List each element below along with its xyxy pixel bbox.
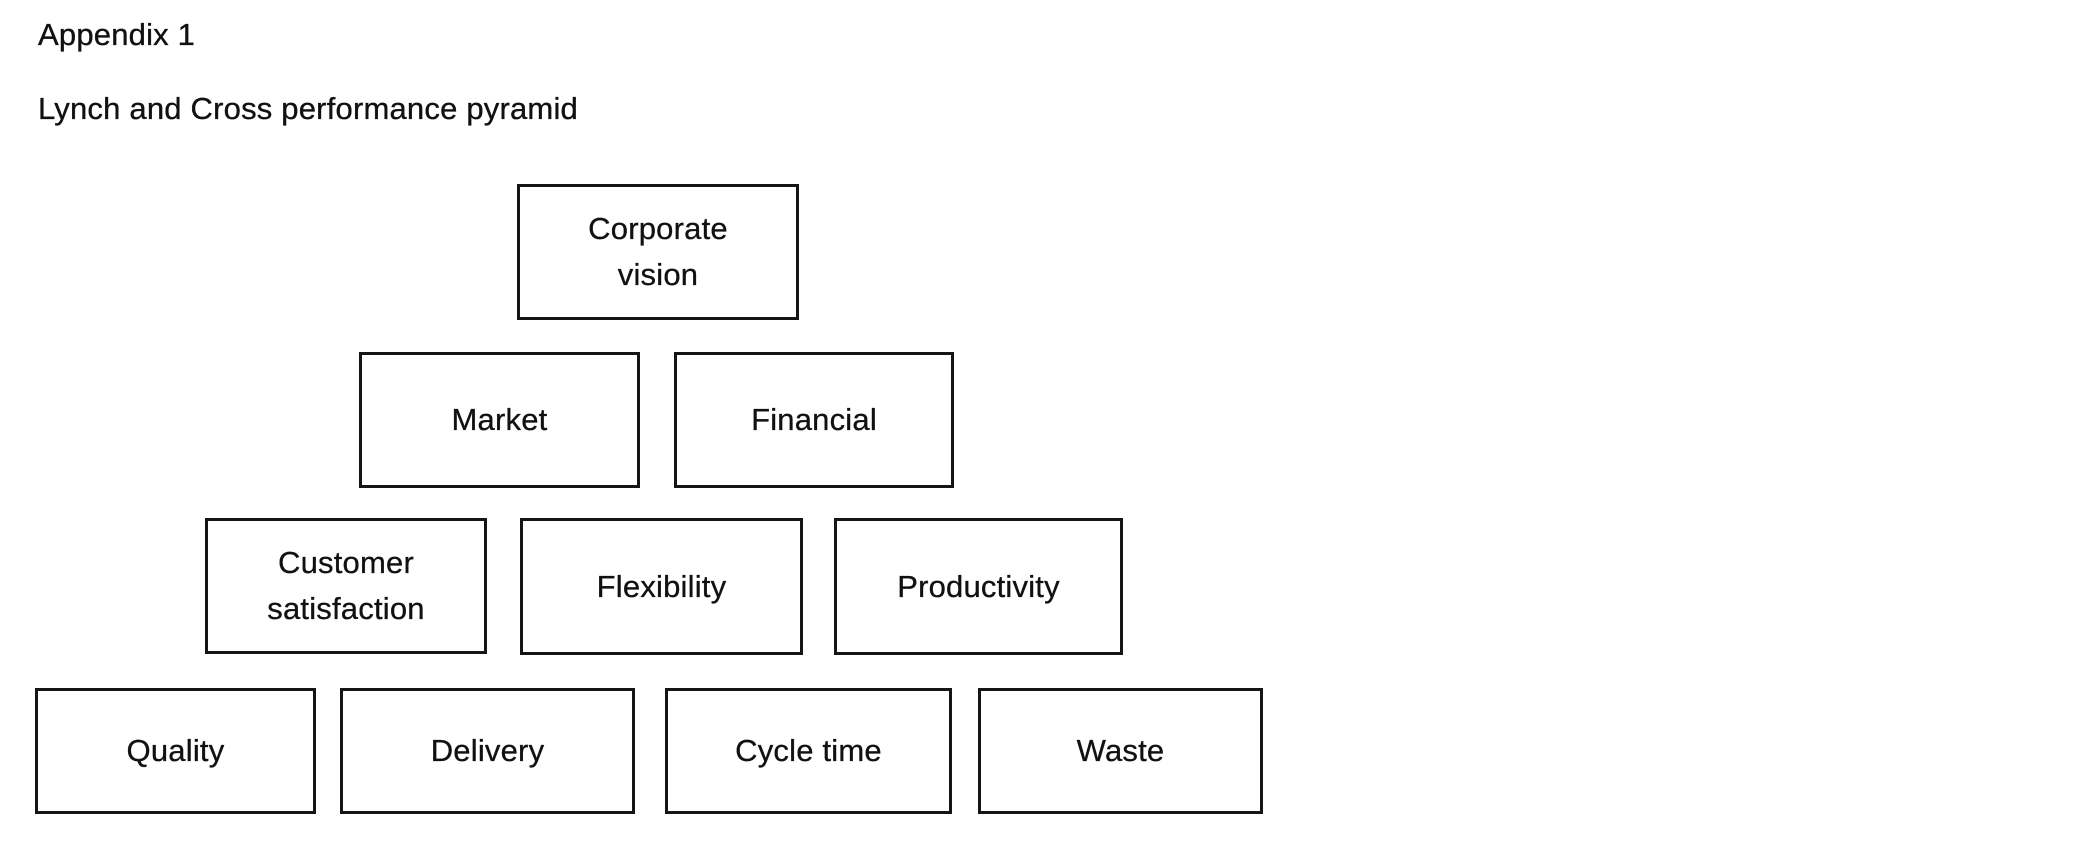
pyramid-box-customer-satisfaction: Customer satisfaction (205, 518, 487, 654)
pyramid-box-market: Market (359, 352, 640, 488)
page-title: Lynch and Cross performance pyramid (38, 91, 578, 126)
pyramid-box-cycle-time: Cycle time (665, 688, 952, 814)
pyramid-box-label: Delivery (430, 733, 545, 768)
pyramid-box-label: Waste (1076, 733, 1165, 768)
pyramid-box-label: Corporate vision (588, 211, 728, 292)
pyramid-box-label: Market (451, 402, 548, 437)
pyramid-box-productivity: Productivity (834, 518, 1123, 655)
pyramid-box-corporate-vision: Corporate vision (517, 184, 799, 320)
pyramid-box-label: Cycle time (735, 733, 882, 768)
appendix-label: Appendix 1 (38, 17, 196, 52)
pyramid-box-label: Flexibility (596, 568, 727, 604)
pyramid-box-quality: Quality (35, 688, 316, 814)
pyramid-box-label: Productivity (897, 568, 1060, 604)
pyramid-box-flexibility: Flexibility (520, 518, 803, 655)
pyramid-box-waste: Waste (978, 688, 1263, 814)
pyramid-box-delivery: Delivery (340, 688, 635, 814)
pyramid-box-label: Customer satisfaction (267, 545, 425, 626)
pyramid-box-label: Quality (126, 733, 225, 768)
pyramid-box-label: Financial (751, 402, 877, 437)
pyramid-box-financial: Financial (674, 352, 954, 488)
